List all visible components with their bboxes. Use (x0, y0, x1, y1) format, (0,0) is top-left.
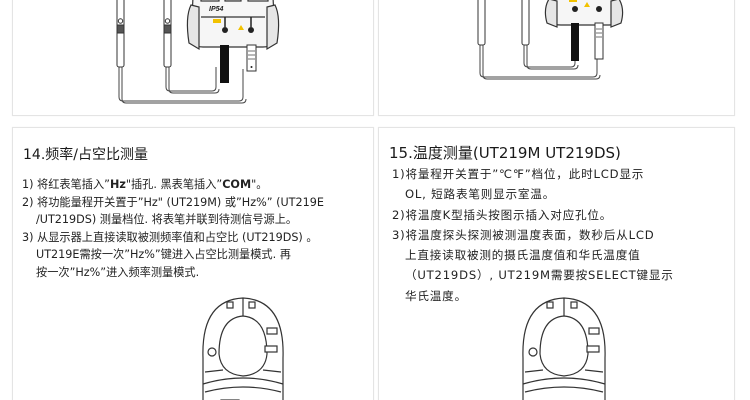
instruction-line: 按一次”Hz%”进入频率测量模式. (36, 265, 200, 279)
section-temperature: 15.温度测量(UT219M UT219DS) 1)将量程开关置于”℃℉”档位，… (378, 127, 735, 400)
instruction-line: UT219E需按一次”Hz%”键进入占空比测量模式. 再 (36, 248, 291, 262)
instruction-line: OL, 短路表笔则显示室温。 (405, 187, 556, 202)
clamp-meter-illustration: UT219DS (202, 297, 284, 400)
instruction-line: /UT219DS) 测量档位. 将表笔并联到待测信号源上。 (36, 213, 298, 227)
instruction-list: 1)将量程开关置于”℃℉”档位，此时LCD显示 OL, 短路表笔则显示室温。 2… (392, 164, 722, 306)
ip54-label: IP54 (209, 6, 224, 13)
instruction-line: 3)将温度探头探测被测温度表面，数秒后从LCD (392, 227, 655, 242)
instruction-line: 3) 从显示器上直接读取被测频率值和占空比 (UT219DS) 。 (22, 230, 318, 244)
instruction-line: 2) 将功能量程开关置于”Hz" (UT219M) 或”Hz%” (UT219E (22, 195, 324, 209)
instruction-step-2: 2)将温度K型插头按图示插入对应孔位。 (392, 205, 722, 225)
multimeter-leads-illustration (477, 0, 624, 80)
clamp-meter-illustration (522, 297, 606, 400)
instruction-line: 上直接读取被测的摄氏温度值和华氏温度值 (405, 248, 641, 263)
instruction-line: 1) 将红表笔插入”Hz"插孔. 黑表笔插入”COM"。 (22, 178, 268, 191)
panel-previous-illustration-left: IP54 (12, 0, 374, 116)
instruction-step-3: 3) 从显示器上直接读取被测频率值和占空比 (UT219DS) 。 UT219E… (22, 229, 362, 282)
instruction-step-3: 3)将温度探头探测被测温度表面，数秒后从LCD 上直接读取被测的摄氏温度值和华氏… (392, 225, 722, 306)
instruction-step-2: 2) 将功能量程开关置于”Hz" (UT219M) 或”Hz%” (UT219E… (22, 194, 362, 229)
panel-previous-illustration-right (378, 0, 735, 116)
section-title: 14.频率/占空比测量 (23, 147, 148, 163)
section-title: 15.温度测量(UT219M UT219DS) (389, 144, 621, 162)
instruction-list: 1) 将红表笔插入”Hz"插孔. 黑表笔插入”COM"。 2) 将功能量程开关置… (22, 176, 362, 282)
instruction-line: 2)将温度K型插头按图示插入对应孔位。 (392, 207, 613, 222)
instruction-line: 华氏温度。 (405, 288, 467, 303)
instruction-line: 1)将量程开关置于”℃℉”档位，此时LCD显示 (392, 167, 645, 181)
instruction-line: （UT219DS）, UT219M需要按SELECT键显示 (405, 268, 674, 283)
instruction-step-1: 1)将量程开关置于”℃℉”档位，此时LCD显示 OL, 短路表笔则显示室温。 (392, 164, 722, 205)
multimeter-leads-illustration: IP54 (116, 0, 280, 104)
section-frequency-duty-cycle: 14.频率/占空比测量 1) 将红表笔插入”Hz"插孔. 黑表笔插入”COM"。… (12, 127, 374, 400)
instruction-step-1: 1) 将红表笔插入”Hz"插孔. 黑表笔插入”COM"。 (22, 176, 362, 194)
